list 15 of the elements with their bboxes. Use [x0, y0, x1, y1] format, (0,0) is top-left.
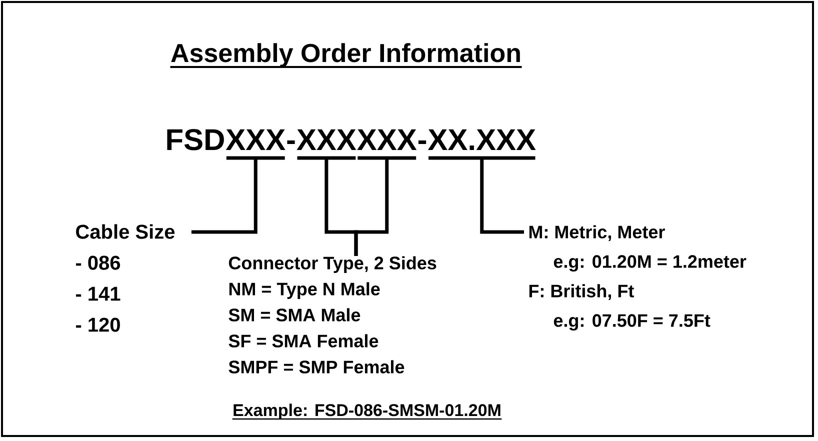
leader-line — [354, 158, 389, 256]
example-text: Example: FSD-086-SMSM-01.20M — [232, 404, 502, 420]
code-segment: XX.XXX — [428, 129, 536, 160]
label-list: Connector Type, 2 Sides NM = Type N Male SM = SMA Male SF = SMA Female SMPF = SMP Female — [228, 256, 436, 374]
code-segment: XXX — [226, 129, 286, 160]
code-segment: XXX — [357, 129, 417, 160]
leader-line — [191, 158, 258, 234]
part-code: - — [418, 140, 426, 144]
leader-line — [480, 158, 524, 234]
part-code: - — [287, 140, 295, 144]
title: Assembly Order Information — [170, 43, 522, 68]
code-segment: XXX — [296, 129, 356, 160]
part-code: FSD — [167, 129, 224, 150]
label-list: Cable Size - 086 - 141 - 120 — [76, 224, 175, 332]
label-list: M: Metric, Meter e.g: 01.20M = 1.2meter F: British, Ft e.g: 07.50F = 7.5Ft — [529, 225, 746, 331]
